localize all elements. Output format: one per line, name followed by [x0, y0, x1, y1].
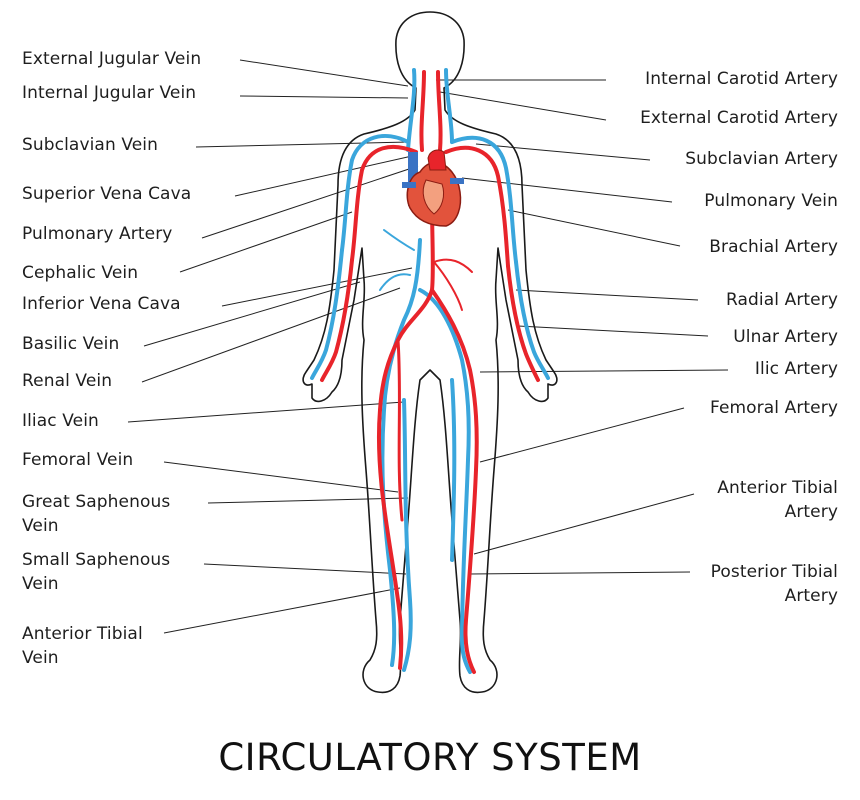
artery-arm-right — [506, 264, 540, 382]
label-iliac-vein: Iliac Vein — [22, 411, 99, 431]
vein-trunk-right — [418, 288, 471, 462]
label-radial-artery: Radial Artery — [725, 290, 838, 310]
vein-leg-right — [459, 458, 472, 674]
vein-subclavian-left — [340, 134, 410, 252]
artery-iliac-right — [430, 288, 479, 472]
label-superior-vena-cava: Superior Vena Cava — [22, 184, 192, 204]
leader-superior-vena-cava — [234, 155, 413, 197]
vein-leg-left — [380, 408, 397, 667]
label-line: Small Saphenous — [22, 550, 171, 570]
artery-aorta — [378, 198, 435, 412]
vein-jugular — [406, 68, 417, 152]
label-internal-jugular-vein: Internal Jugular Vein — [22, 83, 197, 103]
veins — [310, 68, 550, 674]
vein-neck-right — [444, 68, 454, 144]
label-femoral-vein: Femoral Vein — [22, 450, 134, 470]
leader-external-carotid-artery — [439, 91, 607, 121]
label-pulmonary-artery: Pulmonary Artery — [22, 224, 173, 244]
artery-leg-left — [376, 408, 404, 670]
leader-posterior-tibial-artery — [469, 571, 691, 575]
leader-anterior-tibial-vein — [163, 587, 401, 634]
label-line: Artery — [784, 502, 838, 522]
label-renal-vein: Renal Vein — [22, 371, 113, 391]
leader-pulmonary-vein — [461, 177, 673, 203]
label-line: Artery — [784, 586, 838, 606]
leader-ilic-artery — [479, 369, 729, 373]
artery-subclavian-left — [350, 144, 418, 262]
label-line: Anterior Tibial — [22, 624, 143, 644]
label-line: Great Saphenous — [22, 492, 171, 512]
leader-brachial-artery — [507, 209, 681, 247]
artery-arm-left — [320, 258, 354, 382]
vein-branch-liver — [383, 229, 415, 251]
label-femoral-artery: Femoral Artery — [710, 398, 838, 418]
leader-lines — [127, 59, 729, 634]
leader-pulmonary-artery — [201, 165, 419, 239]
artery-leg-right — [463, 468, 478, 674]
vein-arm-left — [310, 248, 344, 380]
artery-branch-gut — [433, 258, 473, 273]
leader-great-saphenous-vein — [207, 497, 409, 504]
leader-internal-jugular-vein — [239, 95, 409, 99]
leader-radial-artery — [515, 289, 699, 301]
leader-basilic-vein — [143, 281, 361, 347]
leader-femoral-vein — [163, 461, 399, 493]
label-external-carotid-artery: External Carotid Artery — [640, 108, 838, 128]
artery-carotid-right — [436, 70, 443, 152]
vein-subclavian-right — [450, 136, 518, 264]
leader-femoral-artery — [479, 407, 685, 463]
vein-arm-right — [514, 260, 550, 380]
vein-leg-right-outer — [450, 378, 457, 562]
label-cephalic-vein: Cephalic Vein — [22, 263, 139, 283]
label-basilic-vein: Basilic Vein — [22, 334, 120, 354]
label-line: Posterior Tibial — [710, 562, 838, 582]
diagram-title: CIRCULATORY SYSTEM — [218, 736, 642, 779]
leader-subclavian-vein — [195, 141, 411, 148]
leader-inferior-vena-cava — [221, 267, 413, 307]
heart-icon — [402, 149, 464, 227]
label-internal-carotid-artery: Internal Carotid Artery — [645, 69, 838, 89]
label-subclavian-vein: Subclavian Vein — [22, 135, 158, 155]
arteries — [320, 70, 540, 674]
artery-leg-left-outer — [396, 338, 404, 522]
vein-leg-left-inner — [402, 398, 413, 672]
label-inferior-vena-cava: Inferior Vena Cava — [22, 294, 181, 314]
vein-inferior-cava — [382, 238, 422, 412]
leader-external-jugular-vein — [239, 59, 409, 87]
leader-anterior-tibial-artery — [473, 493, 695, 555]
vein-branch-renal — [379, 273, 411, 291]
label-line: Vein — [22, 648, 59, 668]
leader-ulnar-artery — [517, 325, 709, 337]
artery-subclavian-right — [444, 146, 510, 268]
label-external-jugular-vein: External Jugular Vein — [22, 49, 202, 69]
label-line: Anterior Tibial — [717, 478, 838, 498]
label-subclavian-artery: Subclavian Artery — [685, 149, 838, 169]
leader-iliac-vein — [127, 401, 405, 423]
leader-cephalic-vein — [179, 211, 353, 273]
label-brachial-artery: Brachial Artery — [709, 237, 838, 257]
label-line: Vein — [22, 516, 59, 536]
label-line: Vein — [22, 574, 59, 594]
human-body-outline-icon — [302, 11, 558, 694]
artery-carotid-left — [419, 70, 426, 152]
label-pulmonary-vein: Pulmonary Vein — [704, 191, 838, 211]
artery-branch-gut-2 — [433, 261, 463, 311]
leader-renal-vein — [141, 287, 401, 383]
leader-small-saphenous-vein — [203, 563, 407, 575]
leader-subclavian-artery — [475, 143, 651, 161]
label-ilic-artery: Ilic Artery — [754, 359, 838, 379]
label-ulnar-artery: Ulnar Artery — [733, 327, 838, 347]
